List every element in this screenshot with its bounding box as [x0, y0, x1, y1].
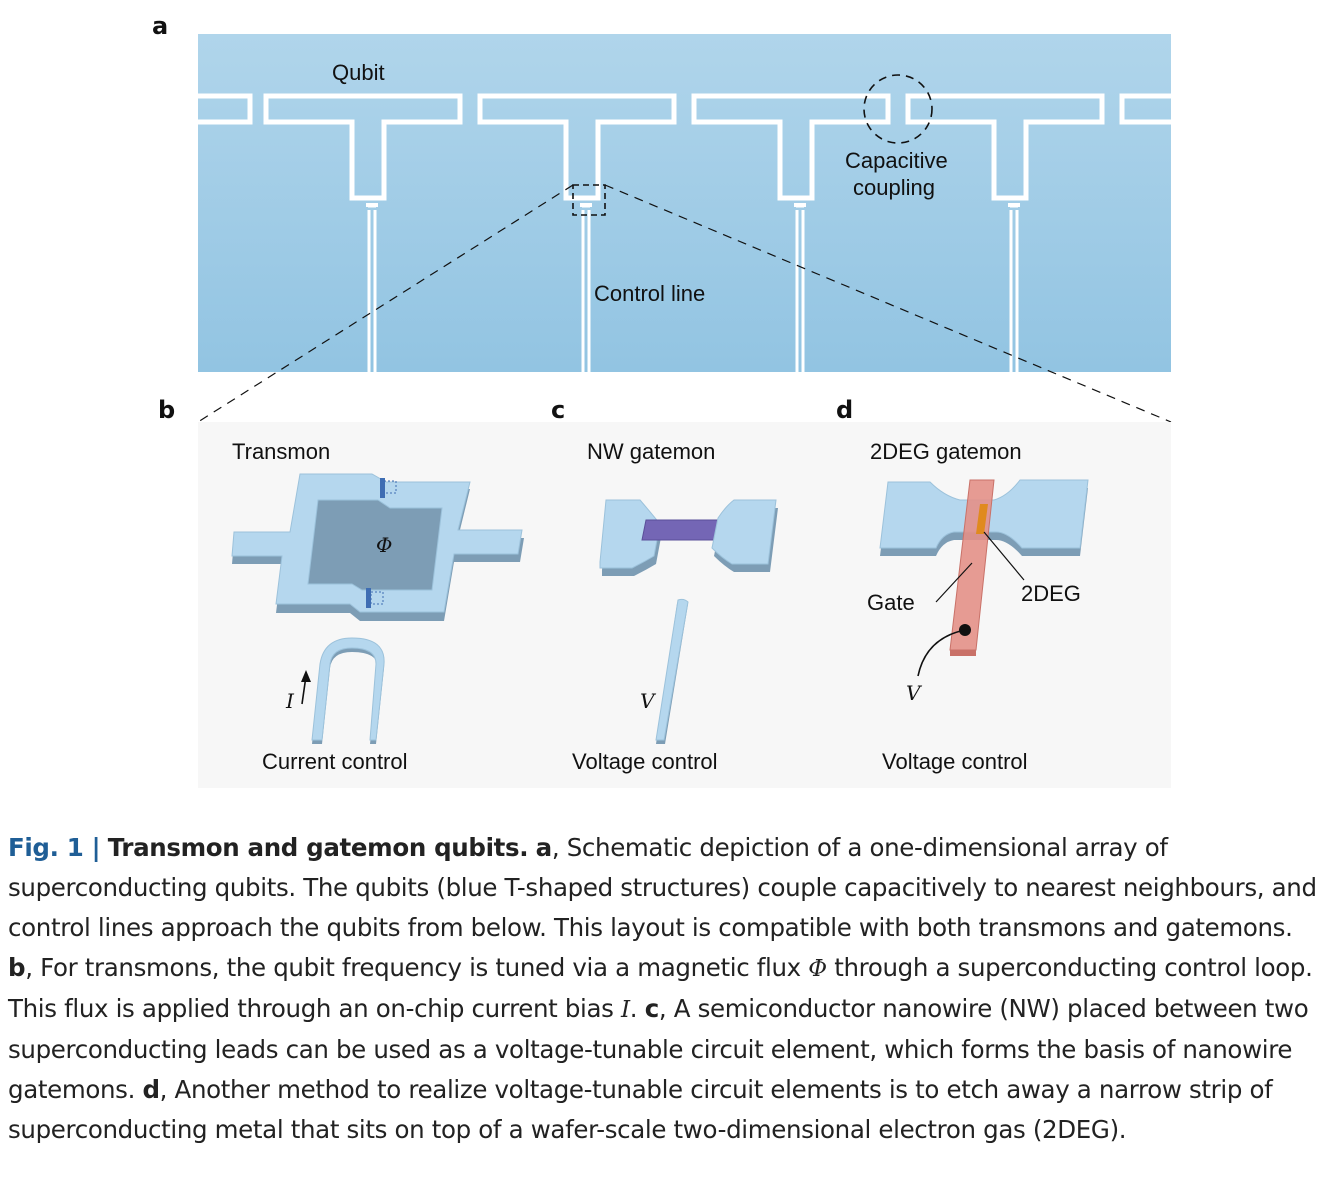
panel-label-d: d	[836, 396, 853, 424]
caption-a-label: a	[535, 833, 553, 862]
current-control-wire	[311, 637, 385, 741]
qubit-label: Qubit	[332, 60, 385, 85]
qubit-2	[477, 93, 677, 201]
nw-voltage-control-label: Voltage control	[572, 749, 718, 774]
gate-label: Gate	[867, 590, 915, 615]
caption-fig-number: Fig. 1 |	[8, 833, 101, 862]
gate-voltage-wire	[917, 629, 966, 677]
flux-symbol: Φ	[376, 533, 392, 557]
junction-top-box	[383, 480, 397, 494]
twodeg-leader-line	[983, 531, 1025, 581]
twodeg-strip	[976, 504, 988, 534]
caption-c-text: , A semiconductor nanowire (NW) placed b…	[8, 994, 1309, 1104]
coupling-circle	[863, 74, 933, 144]
caption-d-text: , Another method to realize voltage-tuna…	[8, 1075, 1273, 1144]
twodeg-voltage-symbol: V	[906, 681, 923, 705]
zoom-projection-lines	[197, 184, 1172, 423]
nw-voltage-symbol: V	[640, 689, 657, 713]
qubit-3	[691, 93, 891, 201]
transmon-title: Transmon	[232, 439, 330, 464]
figure-diagram: a b c d	[152, 12, 1172, 774]
gate-leader-line	[935, 562, 973, 603]
capacitive-coupling-label-line1: Capacitive	[845, 148, 948, 173]
qubit-edge-stub-left	[198, 93, 253, 125]
transmon-loop	[231, 473, 523, 613]
twodeg-label: 2DEG	[1021, 581, 1081, 606]
nw-gate-line	[655, 598, 689, 741]
qubit-outlines	[198, 93, 1171, 201]
control-line-label: Control line	[594, 281, 705, 306]
caption-b-text-1: , For transmons, the qubit frequency is …	[25, 953, 809, 982]
current-control-label: Current control	[262, 749, 408, 774]
twodeg-gatemon-panel: 2DEG gatemon Gate 2DEG V Voltage control	[867, 439, 1089, 774]
caption-title: Transmon and gatemon qubits.	[107, 833, 529, 862]
twodeg-voltage-control-label: Voltage control	[882, 749, 1028, 774]
caption-b-text-3: .	[629, 994, 645, 1023]
gate-strip-side	[950, 650, 976, 656]
caption-b-phi: Φ	[808, 956, 827, 982]
caption-d-label: d	[142, 1075, 160, 1104]
caption-c-label: c	[644, 994, 660, 1023]
zoom-box	[572, 184, 606, 216]
control-line-caps	[366, 203, 1020, 207]
transmon-panel: Transmon Φ I Current control	[231, 439, 524, 774]
caption-b-i: I	[621, 997, 630, 1023]
caption-b-text-2: through a superconducting control loop. …	[8, 953, 1313, 1023]
junction-bottom-box	[370, 591, 384, 605]
nw-gatemon-title: NW gatemon	[587, 439, 715, 464]
panel-label-b: b	[158, 396, 175, 424]
twodeg-gatemon-title: 2DEG gatemon	[870, 439, 1022, 464]
caption-b-label: b	[8, 953, 26, 982]
panel-label-a: a	[152, 12, 168, 40]
nw-gatemon-panel: NW gatemon V Voltage control	[572, 439, 778, 774]
current-arrowhead-icon	[301, 670, 311, 682]
caption-a-text: , Schematic depiction of a one-dimension…	[8, 833, 1317, 942]
current-symbol: I	[285, 689, 295, 713]
qubit-array-panel: Qubit Capacitive coupling Control line	[198, 34, 1171, 372]
nw-right-lead	[711, 499, 777, 565]
figure-caption: Fig. 1 | Transmon and gatemon qubits. a,…	[8, 828, 1324, 1150]
qubit-1	[263, 93, 463, 201]
panel-label-c: c	[551, 396, 565, 424]
junction-bottom	[366, 588, 371, 608]
junction-top	[380, 478, 385, 498]
capacitive-coupling-label-line2: coupling	[853, 175, 935, 200]
qubit-4	[905, 93, 1105, 201]
qubit-edge-stub-right	[1119, 93, 1171, 125]
